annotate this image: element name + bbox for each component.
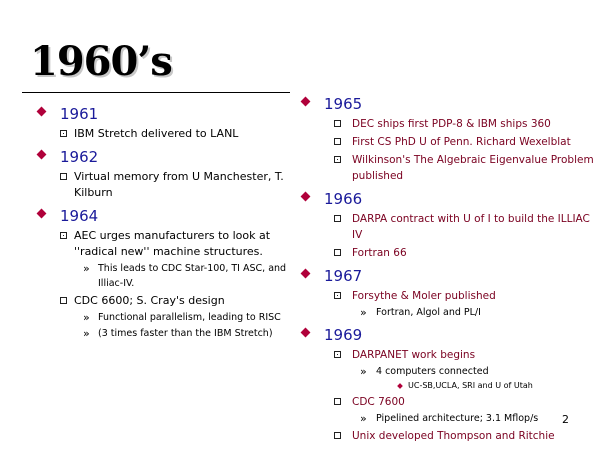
sub-item-text: Functional parallelism, leading to RISC: [98, 312, 281, 323]
year-heading: 1969: [300, 325, 598, 345]
sub-sub-item-text: UC-SB,UCLA, SRI and U of Utah: [408, 381, 533, 390]
year-label: 1964: [60, 207, 99, 225]
list-item: Fortran 66: [302, 245, 598, 261]
small-diamond-icon: [397, 383, 403, 389]
empty-box-icon: [60, 173, 67, 180]
diamond-bullet-icon: [36, 149, 47, 160]
item-text: CDC 7600: [352, 396, 405, 408]
diamond-bullet-icon: [300, 191, 311, 202]
list-item: CDC 6600; S. Cray's design: [38, 293, 308, 309]
chevron-bullet-icon: »: [360, 365, 367, 378]
list-item: Virtual memory from U Manchester, T. Kil…: [38, 169, 308, 201]
item-text: AEC urges manufacturers to look at ''rad…: [74, 229, 271, 258]
slide-title: 1960’s: [30, 38, 173, 85]
chevron-bullet-icon: »: [83, 311, 90, 324]
item-text: DEC ships first PDP-8 & IBM ships 360: [352, 118, 551, 130]
sub-item: » Functional parallelism, leading to RISC: [38, 310, 308, 325]
year-heading: 1961: [36, 104, 308, 124]
empty-box-icon: [334, 215, 341, 222]
chevron-bullet-icon: »: [360, 412, 367, 425]
list-item: Wilkinson's The Algebraic Eigenvalue Pro…: [302, 152, 598, 184]
sub-item-text: This leads to CDC Star-100, TI ASC, and …: [98, 263, 287, 289]
year-label: 1965: [324, 95, 363, 113]
title-underline: [22, 92, 290, 93]
checked-box-icon: [60, 130, 67, 137]
checked-box-icon: [334, 156, 341, 163]
sub-item: » 4 computers connected: [302, 364, 598, 379]
list-item: DARPANET work begins: [302, 347, 598, 363]
sub-item-text: Pipelined architecture; 3.1 Mflop/s: [376, 413, 539, 424]
year-heading: 1964: [36, 206, 308, 226]
year-heading: 1967: [300, 266, 598, 286]
empty-box-icon: [334, 249, 341, 256]
chevron-bullet-icon: »: [83, 327, 90, 340]
list-item: AEC urges manufacturers to look at ''rad…: [38, 228, 308, 260]
list-item: Unix developed Thompson and Ritchie: [302, 428, 598, 444]
item-text: DARPANET work begins: [352, 349, 476, 361]
year-label: 1962: [60, 148, 99, 166]
empty-box-icon: [334, 432, 341, 439]
sub-item-text: (3 times faster than the IBM Stretch): [98, 328, 273, 339]
sub-item: » This leads to CDC Star-100, TI ASC, and…: [38, 261, 308, 291]
item-text: Wilkinson's The Algebraic Eigenvalue Pro…: [352, 154, 594, 182]
year-label: 1966: [324, 190, 363, 208]
year-label: 1967: [324, 267, 363, 285]
sub-sub-item: UC-SB,UCLA, SRI and U of Utah: [302, 379, 598, 392]
list-item: CDC 7600: [302, 394, 598, 410]
item-text: Fortran 66: [352, 247, 407, 259]
year-label: 1961: [60, 105, 99, 123]
chevron-bullet-icon: »: [360, 306, 367, 319]
diamond-bullet-icon: [36, 106, 47, 117]
empty-box-icon: [334, 138, 341, 145]
list-item: First CS PhD U of Penn. Richard Wexelbla…: [302, 134, 598, 150]
sub-item: » Pipelined architecture; 3.1 Mflop/s: [302, 411, 598, 426]
item-text: First CS PhD U of Penn. Richard Wexelbla…: [352, 136, 571, 148]
sub-item-text: Fortran, Algol and PL/I: [376, 307, 481, 318]
diamond-bullet-icon: [36, 208, 47, 219]
list-item: IBM Stretch delivered to LANL: [38, 126, 308, 142]
checked-box-icon: [334, 351, 341, 358]
checked-box-icon: [60, 232, 67, 239]
list-item: DARPA contract with U of I to build the …: [302, 211, 598, 243]
diamond-bullet-icon: [300, 96, 311, 107]
empty-box-icon: [60, 297, 67, 304]
item-text: DARPA contract with U of I to build the …: [352, 213, 590, 241]
year-heading: 1962: [36, 147, 308, 167]
item-text: Forsythe & Moler published: [352, 290, 496, 302]
item-text: IBM Stretch delivered to LANL: [74, 127, 239, 140]
sub-item: » (3 times faster than the IBM Stretch): [38, 326, 308, 341]
list-item: DEC ships first PDP-8 & IBM ships 360: [302, 116, 598, 132]
empty-box-icon: [334, 120, 341, 127]
diamond-bullet-icon: [300, 327, 311, 338]
item-text: Virtual memory from U Manchester, T. Kil…: [74, 170, 284, 199]
item-text: CDC 6600; S. Cray's design: [74, 294, 225, 307]
sub-item-text: 4 computers connected: [376, 366, 489, 377]
diamond-bullet-icon: [300, 268, 311, 279]
item-text: Unix developed Thompson and Ritchie: [352, 430, 555, 442]
empty-box-icon: [334, 398, 341, 405]
checked-box-icon: [334, 292, 341, 299]
chevron-bullet-icon: »: [83, 262, 90, 275]
list-item: Forsythe & Moler published: [302, 288, 598, 304]
year-label: 1969: [324, 326, 363, 344]
year-heading: 1965: [300, 94, 598, 114]
year-heading: 1966: [300, 189, 598, 209]
page-number: 2: [562, 413, 569, 426]
sub-item: » Fortran, Algol and PL/I: [302, 305, 598, 320]
